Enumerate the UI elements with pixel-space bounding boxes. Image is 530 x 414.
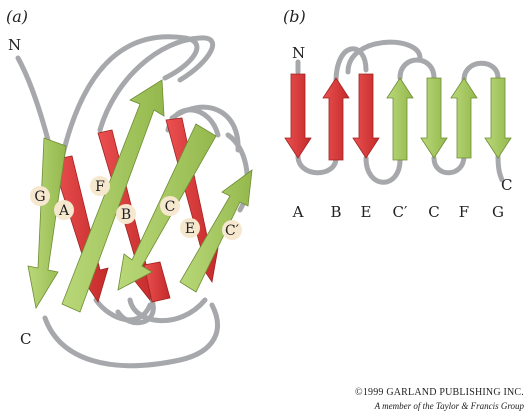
strand-label-c-prime: C′ [225, 223, 239, 239]
strand-label-b: B [121, 207, 131, 223]
topo-strand-c-prime [386, 77, 414, 161]
topo-strand-a [284, 73, 312, 159]
panel-a-n-terminus: N [8, 36, 21, 54]
order-label-a: A [292, 203, 304, 221]
copyright-line: ©1999 GARLAND PUBLISHING INC. [355, 387, 524, 398]
topo-strand-g [484, 77, 512, 159]
order-label-e: E [361, 203, 372, 221]
panel-b-label: (b) [283, 7, 306, 26]
strand-label-c: C [165, 199, 176, 215]
strand-label-e: E [185, 221, 195, 237]
strand-label-g: G [34, 189, 45, 205]
panel-a-green-strands [27, 79, 253, 313]
panel-a-loops [15, 34, 250, 369]
strand-g [27, 137, 67, 310]
panel-a-c-terminus: C [20, 330, 31, 348]
order-label-g: G [492, 203, 504, 221]
topo-strand-e [352, 73, 380, 159]
strand-f [61, 79, 165, 313]
panel-b-n-terminus: N [292, 44, 305, 62]
panel-a-strand-labels: G A F B C E C′ [30, 176, 242, 240]
panel-b-loops [295, 39, 505, 185]
strand-c-prime [179, 169, 253, 293]
order-label-f: F [459, 203, 469, 221]
topo-strand-b [322, 77, 350, 161]
panel-b-c-terminus: C [501, 176, 512, 194]
order-label-c-prime: C′ [393, 203, 408, 221]
order-label-b: B [330, 203, 341, 221]
strand-label-f: F [95, 179, 105, 195]
order-label-c: C [428, 203, 439, 221]
topo-strand-c [420, 77, 448, 159]
panel-a-label: (a) [6, 7, 28, 26]
strand-label-a: A [58, 203, 70, 219]
publisher-line: A member of the Taylor & Francis Group [374, 401, 524, 411]
panel-b-order-labels: A B E C′ C F G [292, 203, 504, 221]
panel-b-strands [284, 73, 512, 161]
topo-strand-f [450, 77, 478, 159]
